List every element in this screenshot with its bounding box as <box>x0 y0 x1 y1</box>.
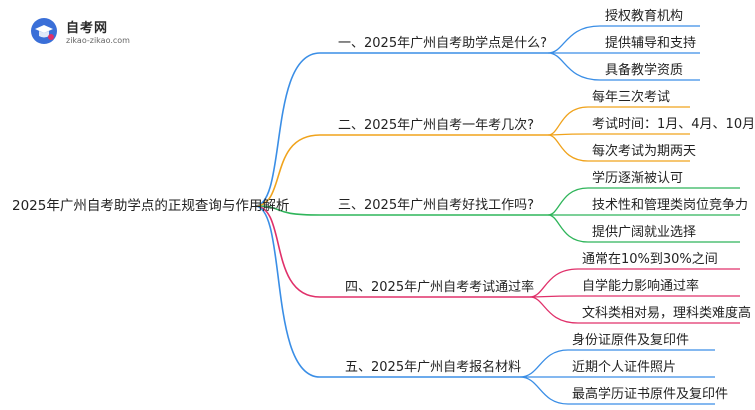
root-connector-5 <box>254 205 321 378</box>
leaf-connector-1-3 <box>547 52 601 81</box>
branch-label-2: 二、2025年广州自考一年考几次? <box>338 118 534 133</box>
leaf-3-1: 学历逐渐被认可 <box>592 171 684 186</box>
leaf-3-2: 技术性和管理类岗位竞争力 <box>592 198 749 213</box>
leaf-1-1: 授权教育机构 <box>605 9 684 24</box>
leaf-2-3: 每次考试为期两天 <box>592 144 697 159</box>
leaf-5-2: 近期个人证件照片 <box>572 360 677 375</box>
leaf-connector-5-3 <box>519 376 569 405</box>
leaf-connector-3-3 <box>547 214 589 243</box>
leaf-connector-2-2 <box>547 133 589 136</box>
leaf-4-2: 自学能力影响通过率 <box>582 279 700 294</box>
leaf-connector-2-1 <box>547 106 589 136</box>
leaf-2-1: 每年三次考试 <box>592 90 671 105</box>
leaf-5-1: 身份证原件及复印件 <box>572 333 690 348</box>
leaf-connector-2-3 <box>547 134 589 162</box>
brand-subtitle: zikao-zikao.com <box>66 36 130 45</box>
root-connector-4 <box>254 205 321 298</box>
leaf-5-3: 最高学历证书原件及复印件 <box>572 387 729 402</box>
branch-label-1: 一、2025年广州自考助学点是什么? <box>338 36 547 51</box>
mortarboard-icon <box>31 18 57 44</box>
root-connector-3 <box>254 205 321 216</box>
leaf-connector-3-1 <box>547 187 589 216</box>
leaf-connector-5-1 <box>519 349 569 378</box>
leaf-2-2: 考试时间：1月、4月、10月 <box>592 117 755 132</box>
leaf-connector-4-1 <box>529 268 579 298</box>
leaf-4-3: 文科类相对易，理科类难度高 <box>582 306 752 321</box>
root-connector-1 <box>254 52 321 207</box>
leaf-connector-4-3 <box>529 296 579 324</box>
root-connector-2 <box>254 134 321 207</box>
leaf-4-1: 通常在10%到30%之间 <box>582 252 718 267</box>
branch-label-4: 四、2025年广州自考考试通过率 <box>345 280 535 295</box>
brand-logo: 自考网 zikao-zikao.com <box>30 15 165 51</box>
branch-label-5: 五、2025年广州自考报名材料 <box>345 360 522 375</box>
branch-label-3: 三、2025年广州自考好找工作吗? <box>338 198 534 213</box>
leaf-3-3: 提供广阔就业选择 <box>592 225 697 240</box>
leaf-1-2: 提供辅导和支持 <box>605 36 697 51</box>
leaf-connector-1-1 <box>547 25 601 54</box>
leaf-1-3: 具备教学资质 <box>605 63 684 78</box>
root-topic: 2025年广州自考助学点的正规查询与作用解析 <box>12 198 290 214</box>
brand-title: 自考网 <box>66 21 109 36</box>
leaf-connector-4-2 <box>529 295 579 298</box>
